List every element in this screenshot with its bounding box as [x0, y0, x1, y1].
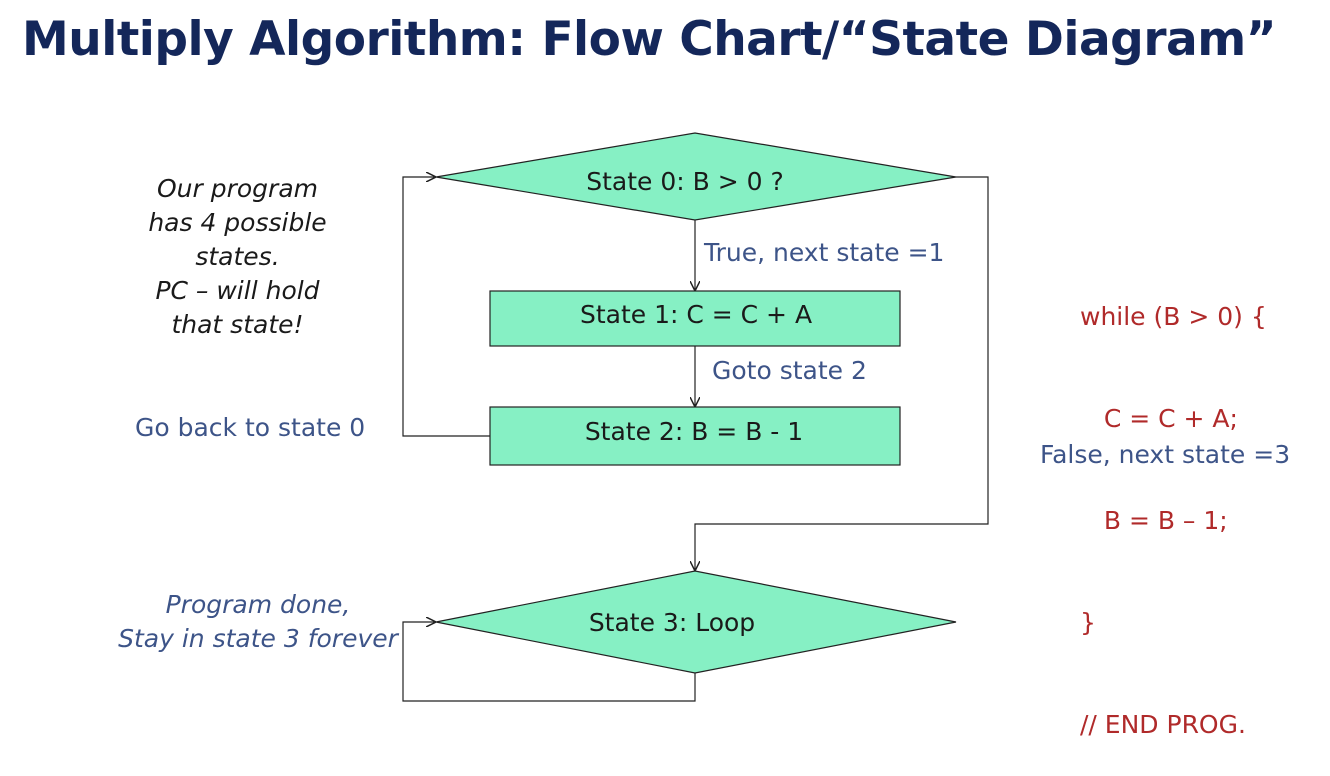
- state-0-label: State 0: B > 0 ?: [586, 167, 784, 196]
- code-line: C = C + A;: [1080, 404, 1238, 433]
- code-line: while (B > 0) {: [1080, 302, 1267, 331]
- edge-label-false: False, next state =3: [1040, 440, 1291, 469]
- note-line: states.: [195, 242, 280, 271]
- code-line: }: [1080, 608, 1096, 637]
- state-1-node: [489, 290, 901, 347]
- note-program-done: Program done, Stay in state 3 forever: [112, 588, 404, 656]
- page-title: Multiply Algorithm: Flow Chart/“State Di…: [22, 12, 1277, 67]
- note-states: Our program has 4 possible states. PC – …: [130, 172, 345, 342]
- state-1-label: State 1: C = C + A: [580, 300, 812, 329]
- edge-self-loop: [402, 622, 696, 702]
- code-line: B = B – 1;: [1080, 506, 1228, 535]
- note-line: Program done,: [165, 590, 351, 619]
- code-snippet: while (B > 0) { C = C + A; B = B – 1; } …: [1080, 232, 1267, 776]
- note-line: PC – will hold: [155, 276, 320, 305]
- flow-chart: State 0: B > 0 ? State 1: C = C + A Stat…: [402, 132, 989, 702]
- state-2-node: [489, 406, 901, 466]
- code-line: // END PROG.: [1080, 710, 1246, 739]
- note-line: has 4 possible: [148, 208, 327, 237]
- edge-label-back-to-0: Go back to state 0: [135, 413, 366, 442]
- state-3-node: [435, 570, 957, 674]
- state-3-label: State 3: Loop: [589, 608, 755, 637]
- edge-label-true: True, next state =1: [704, 238, 945, 267]
- note-line: Our program: [156, 174, 318, 203]
- edge-back-to-0: [402, 177, 490, 437]
- edge-label-goto-2: Goto state 2: [712, 356, 867, 385]
- state-2-label: State 2: B = B - 1: [585, 417, 803, 446]
- note-line: that state!: [171, 310, 304, 339]
- edge-false: [695, 176, 989, 570]
- note-line: Stay in state 3 forever: [118, 624, 398, 653]
